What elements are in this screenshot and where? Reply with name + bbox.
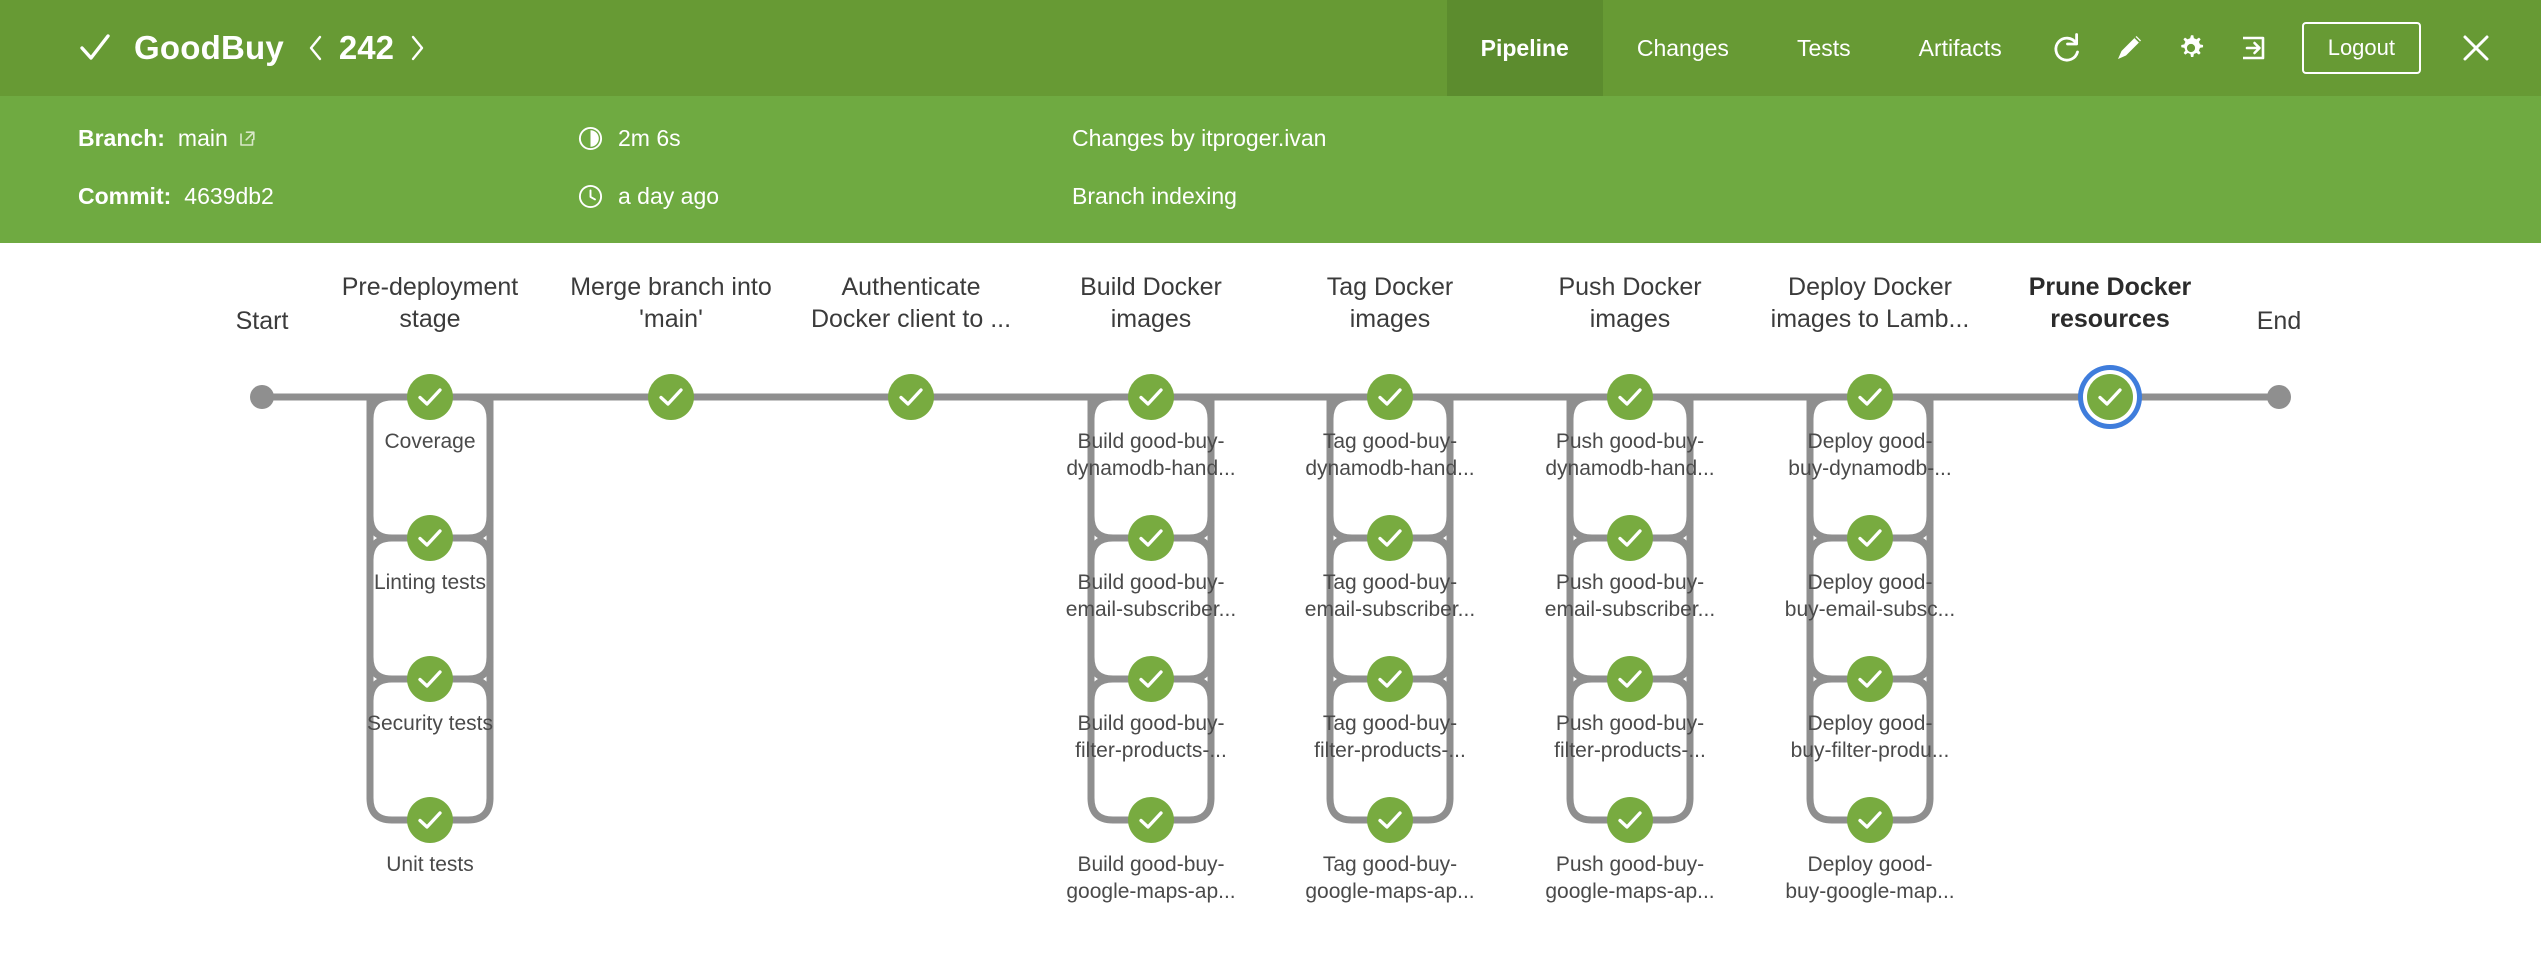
time-row: a day ago xyxy=(578,179,719,213)
stage-title[interactable]: Build Docker images xyxy=(1080,273,1222,333)
check-icon xyxy=(78,31,112,65)
top-bar: GoodBuy 242 Pipeline Changes Tests Artif… xyxy=(0,0,2541,96)
pipeline-step-node[interactable] xyxy=(407,797,453,843)
pipeline-step-label[interactable]: Build good-buy- dynamodb-hand... xyxy=(1066,430,1236,481)
pipeline-step-label[interactable]: Push good-buy- dynamodb-hand... xyxy=(1545,430,1715,481)
tab-pipeline[interactable]: Pipeline xyxy=(1446,0,1603,96)
pipeline-step-node[interactable] xyxy=(888,374,934,420)
pipeline-step-node[interactable] xyxy=(1607,374,1653,420)
top-bar-spacer xyxy=(425,0,1447,96)
duration-value: 2m 6s xyxy=(618,124,681,151)
tab-artifacts[interactable]: Artifacts xyxy=(1918,34,2002,61)
pipeline-step-label[interactable]: Deploy good- buy-google-map... xyxy=(1785,853,1955,904)
pipeline-step-node[interactable] xyxy=(1607,797,1653,843)
build-navigator: 242 xyxy=(308,29,425,67)
brand-block: GoodBuy 242 xyxy=(0,0,425,96)
chevron-left-icon[interactable] xyxy=(308,35,324,61)
pipeline-step-label[interactable]: Tag good-buy- email-subscriber... xyxy=(1304,571,1476,622)
pipeline-step-node[interactable] xyxy=(1847,374,1893,420)
commit-label: Commit: xyxy=(78,182,172,209)
branch-row: Branch: main xyxy=(78,121,257,155)
pipeline-step-label[interactable]: Linting tests xyxy=(373,571,487,594)
pipeline-step-node[interactable] xyxy=(1607,515,1653,561)
pipeline-step-node[interactable] xyxy=(407,656,453,702)
tab-changes[interactable]: Changes xyxy=(1636,34,1729,61)
top-bar-actions: Logout xyxy=(2036,0,2541,96)
pipeline-step-node[interactable] xyxy=(1128,374,1174,420)
rerun-icon[interactable] xyxy=(2036,0,2098,96)
start-label: Start xyxy=(235,307,289,335)
cause-row: Branch indexing xyxy=(1072,179,1237,213)
stage-title[interactable]: Pre-deployment stage xyxy=(341,273,519,333)
stage-title[interactable]: Tag Docker images xyxy=(1326,273,1454,333)
end-label: End xyxy=(2256,307,2302,335)
commit-value: 4639db2 xyxy=(184,182,274,209)
stopwatch-icon xyxy=(578,126,603,151)
pipeline-step-label[interactable]: Push good-buy- email-subscriber... xyxy=(1544,571,1716,622)
pipeline-step-label[interactable]: Push good-buy- filter-products-... xyxy=(1554,712,1706,763)
pipeline-step-node[interactable] xyxy=(1128,656,1174,702)
tab-tests[interactable]: Tests xyxy=(1796,34,1851,61)
clock-icon xyxy=(578,184,603,209)
build-info-bar: Branch: main Commit: 4639db2 2m 6s xyxy=(0,96,2541,243)
pipeline-step-label[interactable]: Tag good-buy- google-maps-ap... xyxy=(1305,853,1475,904)
pipeline-step-node[interactable] xyxy=(1367,374,1413,420)
pipeline-step-node[interactable] xyxy=(1847,656,1893,702)
pipeline-step-label[interactable]: Build good-buy- filter-products-... xyxy=(1075,712,1227,763)
close-icon[interactable] xyxy=(2445,0,2507,96)
stage-title[interactable]: Push Docker images xyxy=(1558,273,1702,333)
pipeline-step-label[interactable]: Unit tests xyxy=(386,853,474,876)
changes-by-row: Changes by itproger.ivan xyxy=(1072,121,1326,155)
pipeline-step-node[interactable] xyxy=(1128,797,1174,843)
branch-label: Branch: xyxy=(78,124,165,151)
pipeline-step-label[interactable]: Deploy good- buy-filter-produ... xyxy=(1790,712,1950,763)
pipeline-step-node[interactable] xyxy=(2087,374,2133,420)
pipeline-step-node[interactable] xyxy=(1367,656,1413,702)
project-name: GoodBuy xyxy=(134,29,284,66)
build-number: 242 xyxy=(338,29,394,66)
cause-value: Branch indexing xyxy=(1072,182,1237,209)
stage-title[interactable]: Authenticate Docker client to ... xyxy=(810,273,1012,333)
edit-icon[interactable] xyxy=(2098,0,2160,96)
pipeline-step-node[interactable] xyxy=(1128,515,1174,561)
pipeline-step-node[interactable] xyxy=(407,374,453,420)
pipeline-step-node[interactable] xyxy=(407,515,453,561)
pipeline-step-label[interactable]: Coverage xyxy=(384,430,476,453)
pipeline-step-label[interactable]: Push good-buy- google-maps-ap... xyxy=(1545,853,1715,904)
pipeline-step-node[interactable] xyxy=(1847,515,1893,561)
stage-title[interactable]: Deploy Docker images to Lamb... xyxy=(1770,273,1970,333)
stage-title[interactable]: Merge branch into 'main' xyxy=(570,273,772,333)
logout-button[interactable]: Logout xyxy=(2301,22,2421,74)
pipeline-step-label[interactable]: Deploy good- buy-email-subsc... xyxy=(1784,571,1956,622)
chevron-right-icon[interactable] xyxy=(409,35,425,61)
gear-icon[interactable] xyxy=(2160,0,2222,96)
pipeline-step-node[interactable] xyxy=(1847,797,1893,843)
changes-by-value: Changes by itproger.ivan xyxy=(1072,124,1327,151)
pipeline-edges xyxy=(250,365,2291,843)
branch-value: main xyxy=(177,124,228,151)
pipeline-step-node[interactable] xyxy=(648,374,694,420)
pipeline-step-label[interactable]: Tag good-buy- dynamodb-hand... xyxy=(1305,430,1475,481)
stage-title[interactable]: Prune Docker resources xyxy=(2028,273,2192,333)
pipeline-step-node[interactable] xyxy=(1367,797,1413,843)
time-ago-value: a day ago xyxy=(618,182,720,209)
pipeline-step-node[interactable] xyxy=(1607,656,1653,702)
external-link-icon[interactable] xyxy=(238,129,257,148)
login-icon[interactable] xyxy=(2222,0,2284,96)
pipeline-step-node[interactable] xyxy=(1367,515,1413,561)
pipeline-step-label[interactable]: Security tests xyxy=(366,712,494,735)
nav-tabs: Pipeline Changes Tests Artifacts xyxy=(1446,0,2036,96)
duration-row: 2m 6s xyxy=(578,121,681,155)
pipeline-step-label[interactable]: Tag good-buy- filter-products-... xyxy=(1314,712,1466,763)
pipeline-step-label[interactable]: Build good-buy- email-subscriber... xyxy=(1065,571,1237,622)
commit-row: Commit: 4639db2 xyxy=(78,179,274,213)
pipeline-step-label[interactable]: Deploy good- buy-dynamodb-... xyxy=(1788,430,1952,481)
pipeline-step-label[interactable]: Build good-buy- google-maps-ap... xyxy=(1066,853,1236,904)
